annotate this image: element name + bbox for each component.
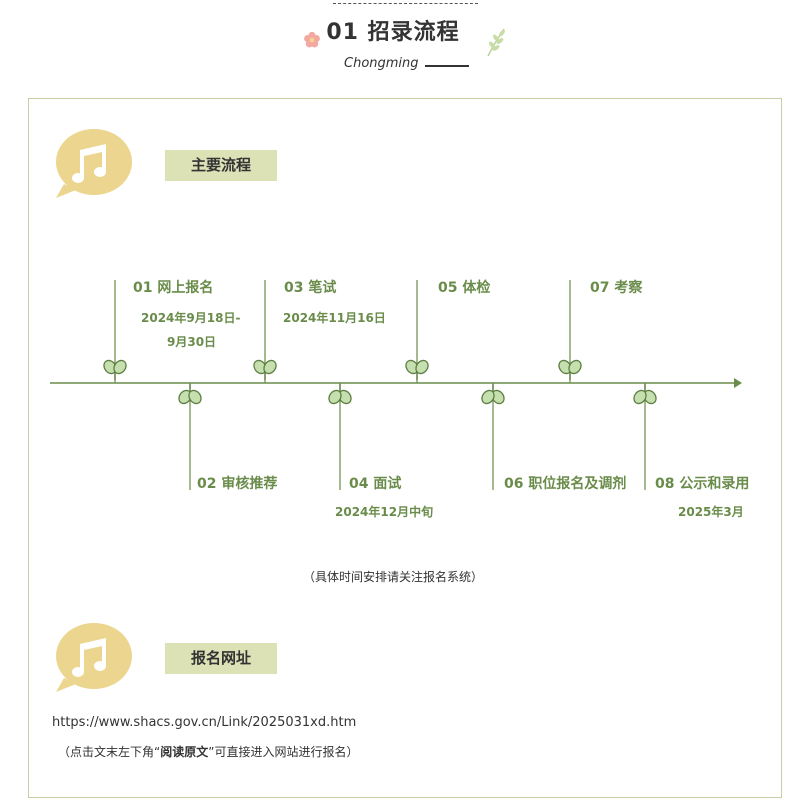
step-05-title: 05 体检 (438, 280, 491, 296)
step-04-date: 2024年12月中旬 (335, 505, 434, 519)
step-02-title: 02 审核推荐 (197, 476, 278, 492)
section-tag-signup-url: 报名网址 (165, 643, 277, 674)
read-original-label: 阅读原文 (160, 745, 209, 759)
header-subtitle: Chongming (344, 56, 419, 71)
step-01-title: 01 网上报名 (133, 280, 214, 296)
page-title: 01 招录流程 (326, 20, 460, 45)
read-original-hint: （点击文末左下角“阅读原文”可直接进入网站进行报名） (58, 745, 359, 759)
step-03-date: 2024年11月16日 (283, 311, 386, 325)
music-note-icon (56, 623, 132, 692)
step-08-title: 08 公示和录用 (655, 476, 750, 492)
timeline-note: （具体时间安排请关注报名系统） (302, 570, 483, 584)
header-divider (333, 3, 478, 4)
step-08-date: 2025年3月 (678, 505, 744, 519)
step-06-title: 06 职位报名及调剂 (504, 476, 627, 492)
content-card (28, 98, 782, 798)
flower-icon (304, 31, 320, 48)
section-tag-main-process: 主要流程 (165, 150, 277, 181)
step-04-title: 04 面试 (349, 476, 402, 492)
leaf-sprig-icon (487, 28, 505, 57)
music-note-icon (56, 129, 132, 198)
step-03-title: 03 笔试 (284, 280, 337, 296)
subtitle-underline (425, 65, 469, 67)
step-01-date: 2024年9月18日- 9月30日 (141, 311, 241, 349)
signup-link[interactable]: https://www.shacs.gov.cn/Link/2025031xd.… (52, 715, 357, 730)
step-07-title: 07 考察 (590, 280, 643, 296)
